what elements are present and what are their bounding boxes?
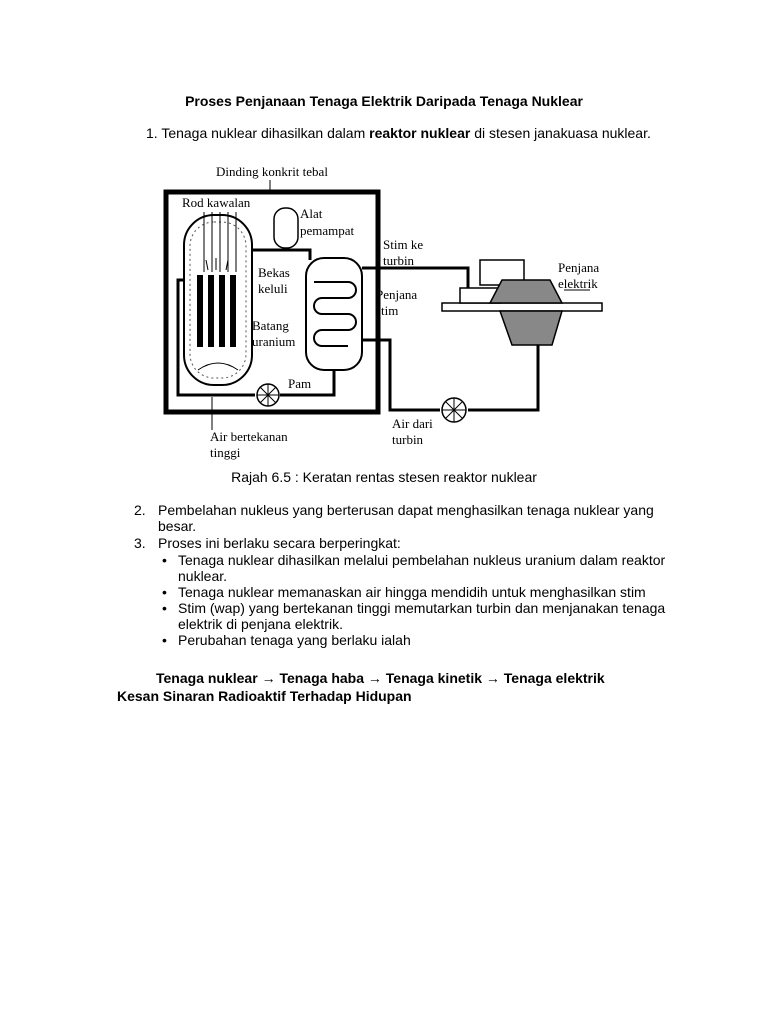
- paragraph-1: 1. Tenaga nuklear dihasilkan dalam reakt…: [146, 125, 651, 141]
- concrete-wall: [163, 189, 381, 415]
- steam-coil: [313, 281, 357, 347]
- flow-step-3: Tenaga kinetik: [385, 670, 482, 686]
- section-heading: Kesan Sinaran Radioaktif Terhadap Hidupa…: [117, 688, 412, 704]
- bullet-line-2: elektrik di penjana elektrik.: [178, 616, 343, 632]
- page-title: Proses Penjanaan Tenaga Elektrik Daripad…: [185, 93, 583, 109]
- item-1-number: 1.: [146, 125, 158, 141]
- label-penjana-e-1: Penjana: [558, 260, 599, 275]
- item-2: 2. Pembelahan nukleus yang berterusan da…: [134, 502, 674, 534]
- bullet-dot: •: [162, 632, 167, 648]
- label-airdari-2: turbin: [392, 432, 424, 447]
- label-airdari-1: Air dari: [392, 416, 433, 431]
- item-1-pre: Tenaga nuklear dihasilkan dalam: [161, 125, 370, 141]
- item-2-number: 2.: [134, 502, 146, 518]
- bullet-item: • Stim (wap) yang bertekanan tinggi memu…: [158, 600, 674, 632]
- item-3: 3. Proses ini berlaku secara berperingka…: [134, 535, 674, 551]
- label-alat-1: Alat: [300, 206, 323, 221]
- bullet-line-2: nuklear.: [178, 568, 228, 584]
- label-pam: Pam: [288, 376, 311, 391]
- uranium-rods: [197, 275, 236, 347]
- generator-bottom: [498, 310, 564, 346]
- label-rod: Rod kawalan: [182, 195, 251, 210]
- item-3-number: 3.: [134, 535, 146, 551]
- generator-top: [488, 279, 564, 304]
- flow-arrow: →: [367, 670, 382, 686]
- bullet-dot: •: [162, 552, 167, 568]
- numbered-list: 2. Pembelahan nukleus yang berterusan da…: [134, 502, 674, 648]
- bullet-item: • Perubahan tenaga yang berlaku ialah: [158, 632, 674, 648]
- flow-step-2: Tenaga haba: [279, 670, 364, 686]
- label-air-1: Air bertekanan: [210, 429, 288, 444]
- label-penjana-e-2: elektrik: [558, 276, 598, 291]
- label-bekas-1: Bekas: [258, 265, 290, 280]
- label-stimke-1: Stim ke: [383, 237, 423, 252]
- item-3-text: Proses ini berlaku secara berperingkat:: [158, 535, 401, 551]
- figure-caption: Rajah 6.5 : Keratan rentas stesen reakto…: [231, 469, 537, 485]
- reactor-diagram: Dinding konkrit tebal Rod kawalan Alat p…: [150, 160, 625, 470]
- label-wall: Dinding konkrit tebal: [216, 164, 328, 179]
- item-1-post: di stesen janakuasa nuklear.: [470, 125, 651, 141]
- bullet-line-1: Perubahan tenaga yang berlaku ialah: [178, 632, 411, 648]
- bullet-dot: •: [162, 600, 167, 616]
- energy-flow: Tenaga nuklear → Tenaga haba → Tenaga ki…: [156, 670, 605, 686]
- label-penjana-s-1: Penjana: [376, 287, 417, 302]
- bullet-item: • Tenaga nuklear dihasilkan melalui pemb…: [158, 552, 674, 584]
- pressurizer: [273, 207, 299, 249]
- label-alat-2: pemampat: [300, 223, 355, 238]
- flow-step-4: Tenaga elektrik: [503, 670, 605, 686]
- label-batang-2: uranium: [252, 334, 295, 349]
- label-penjana-s-2: stim: [376, 303, 398, 318]
- flow-arrow: →: [485, 670, 500, 686]
- turbine-platform: [441, 302, 603, 312]
- label-air-2: tinggi: [210, 445, 241, 460]
- bullet-line-1: Stim (wap) yang bertekanan tinggi memuta…: [178, 600, 666, 616]
- bullet-dot: •: [162, 584, 167, 600]
- flow-step-1: Tenaga nuklear: [156, 670, 258, 686]
- bullet-line-1: Tenaga nuklear dihasilkan melalui pembel…: [178, 552, 666, 568]
- item-2-line-2: besar.: [158, 518, 197, 534]
- label-batang-1: Batang: [252, 318, 289, 333]
- steam-pipe: [362, 266, 470, 290]
- reactor-coolant: [189, 221, 247, 379]
- reactor-diagram-svg: Dinding konkrit tebal Rod kawalan Alat p…: [163, 164, 603, 460]
- pump-secondary: [441, 397, 467, 423]
- bullet-line-1: Tenaga nuklear memanaskan air hingga men…: [178, 584, 646, 600]
- reactor-vessel: [183, 214, 253, 386]
- item-1-bold: reaktor nuklear: [369, 125, 471, 141]
- flow-arrow: →: [261, 670, 276, 686]
- primary-return-pipe: [176, 278, 336, 397]
- bullet-item: • Tenaga nuklear memanaskan air hingga m…: [158, 584, 674, 600]
- pump-primary: [256, 383, 280, 407]
- label-stimke-2: turbin: [383, 253, 415, 268]
- label-bekas-2: keluli: [258, 281, 288, 296]
- secondary-return-pipe: [362, 335, 540, 412]
- item-2-line-1: Pembelahan nukleus yang berterusan dapat…: [158, 502, 654, 518]
